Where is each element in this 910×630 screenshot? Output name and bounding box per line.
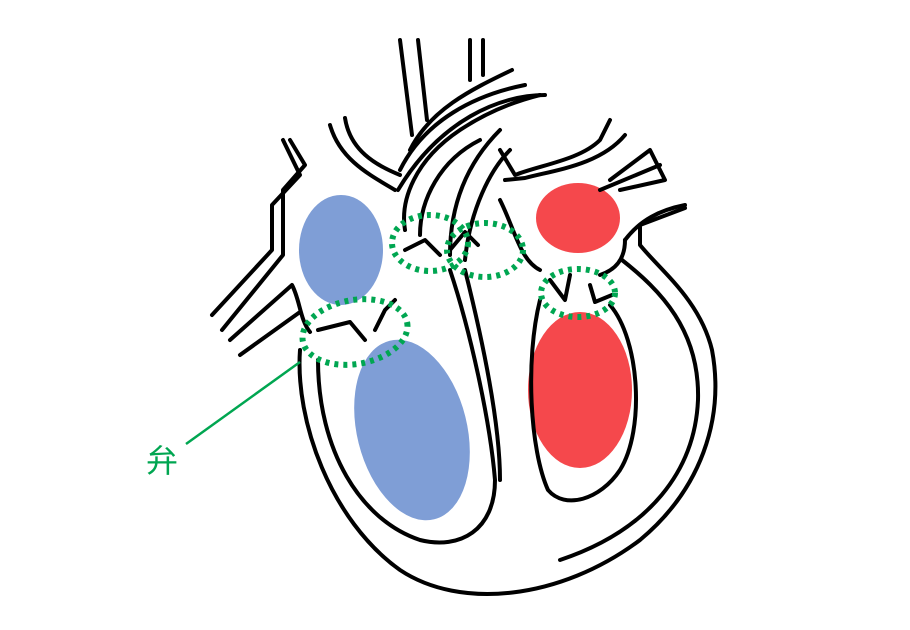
right-ventricle-blood	[354, 339, 470, 521]
tricuspid-valve-marker	[299, 296, 411, 368]
valve-label-leader-line	[185, 360, 301, 446]
left-ventricle-blood	[528, 312, 632, 468]
aortic-valve-marker	[444, 220, 526, 280]
heart-outline	[210, 38, 718, 596]
mitral-valve-marker	[538, 266, 618, 320]
pulmonary-valve-marker	[389, 212, 471, 274]
right-atrium-blood	[299, 195, 383, 305]
valve-label: 弁	[146, 442, 179, 480]
left-atrium-blood	[536, 183, 620, 253]
